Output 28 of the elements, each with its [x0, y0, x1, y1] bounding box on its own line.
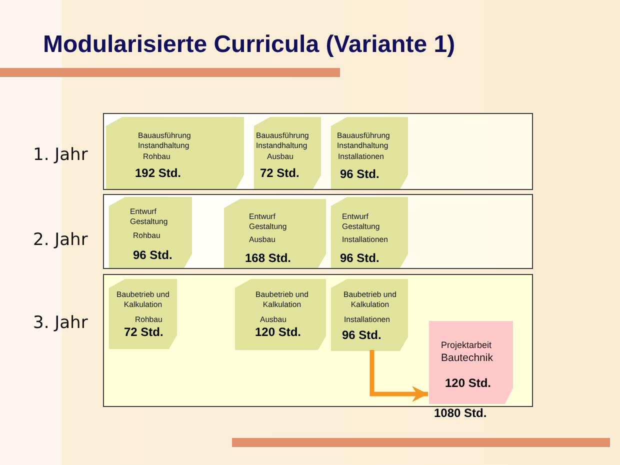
module-box — [106, 117, 244, 189]
year-label: 2. Jahr — [33, 230, 88, 250]
module-box — [235, 279, 326, 350]
project-type: Projektarbeit — [441, 339, 492, 351]
year-label: 3. Jahr — [33, 313, 88, 333]
hours-label: 96 Std. — [342, 328, 382, 342]
hours-label: 192 Std. — [135, 166, 182, 180]
hours-label: 72 Std. — [260, 166, 300, 180]
year-label: 1. Jahr — [33, 145, 88, 165]
hours-label: 168 Std. — [245, 251, 292, 265]
arrow — [370, 350, 428, 402]
title: Modularisierte Curricula (Variante 1) — [43, 31, 456, 59]
hours-label: 96 Std. — [340, 167, 380, 181]
module-box — [224, 199, 326, 268]
module-box — [331, 279, 408, 351]
project-box — [429, 321, 513, 404]
hours-label: 96 Std. — [133, 248, 172, 262]
module-box — [331, 117, 408, 189]
total-hours: 1080 Std. — [434, 406, 487, 420]
module-box — [331, 197, 408, 268]
hours-label: 72 Std. — [124, 325, 164, 339]
hours-label: 120 Std. — [255, 325, 302, 339]
project-subject: Bautechnik — [441, 352, 493, 366]
module-box — [254, 117, 321, 189]
hours-label: 96 Std. — [340, 251, 380, 265]
module-box — [109, 279, 177, 349]
module-box — [109, 197, 192, 268]
hours-label: 120 Std. — [445, 376, 492, 390]
